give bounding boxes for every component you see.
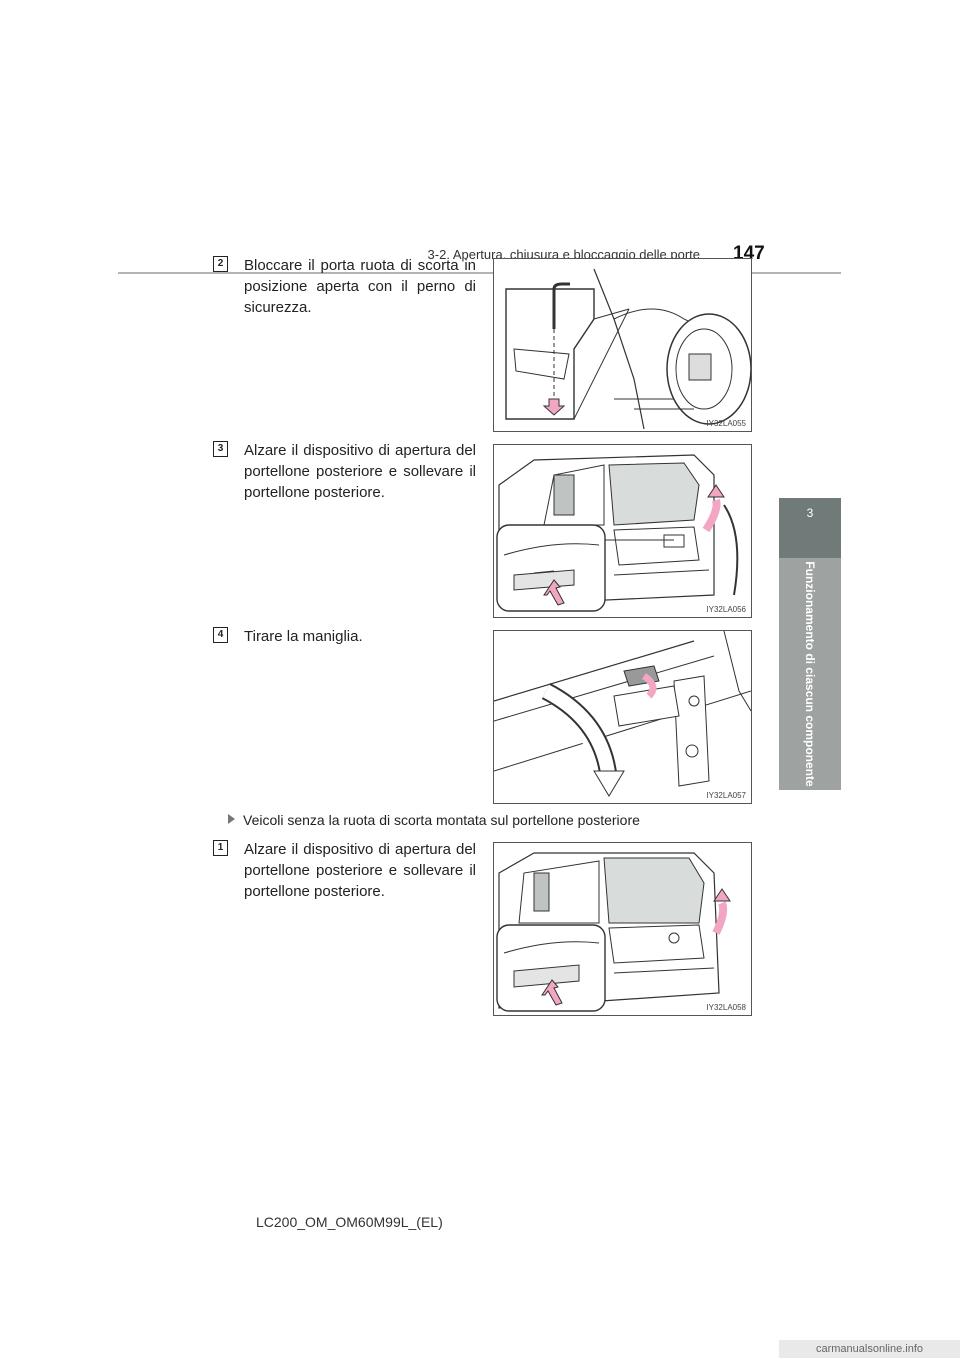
step-text: Alzare il dispositivo di apertura del po… (244, 841, 476, 900)
step-number-badge: 2 (213, 256, 228, 272)
figure-code: IY32LA056 (706, 605, 746, 614)
chapter-label-tab: Funzionamento di ciascun componente (779, 558, 841, 790)
chapter-tab: 3 (779, 498, 841, 558)
tailgate-no-spare-illustration (496, 852, 731, 1012)
tailgate-illustration (496, 454, 739, 612)
step-text: Bloccare il porta ruota di scorta in pos… (244, 257, 476, 316)
figure-code: IY32LA055 (706, 419, 746, 428)
step-number-badge: 3 (213, 441, 228, 457)
doc-code: LC200_OM_OM60M99L_(EL) (256, 1214, 443, 1230)
step-number-badge: 1 (213, 840, 228, 856)
subsection-text: Veicoli senza la ruota di scorta montata… (243, 812, 640, 828)
figure-tailgate-open: IY32LA056 (493, 444, 752, 618)
step-text: Alzare il dispositivo di apertura del po… (244, 442, 476, 501)
figure-spare-tire-pin: IY32LA055 (493, 258, 752, 432)
spare-tire-illustration (505, 268, 751, 430)
figure-pull-handle: IY32LA057 (493, 630, 752, 804)
figure-code: IY32LA058 (706, 1003, 746, 1012)
triangle-bullet-icon (228, 814, 235, 824)
step-number-badge: 4 (213, 627, 228, 643)
watermark: carmanualsonline.info (779, 1340, 960, 1358)
subsection-label: Veicoli senza la ruota di scorta montata… (228, 812, 640, 828)
figure-tailgate-open-no-spare: IY32LA058 (493, 842, 752, 1016)
figure-code: IY32LA057 (706, 791, 746, 800)
handle-illustration (494, 631, 751, 797)
step-text: Tirare la maniglia. (244, 628, 363, 645)
chapter-label: Funzionamento di ciascun componente (803, 561, 817, 787)
header-rule (118, 272, 841, 274)
chapter-number: 3 (806, 506, 814, 520)
